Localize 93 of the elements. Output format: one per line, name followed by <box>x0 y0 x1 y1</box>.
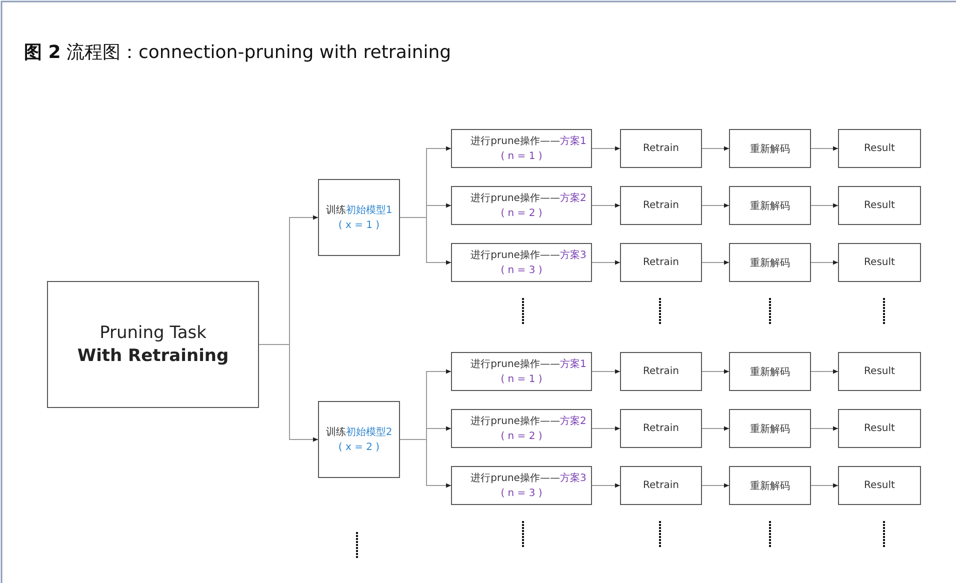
process-box <box>729 466 811 505</box>
step-label: Result <box>864 423 895 434</box>
step-label: Result <box>864 366 895 377</box>
connector-arrow <box>810 146 838 151</box>
process-box <box>838 243 921 282</box>
connector-arrow <box>810 426 838 431</box>
process-box <box>620 466 702 505</box>
task-title: Pruning Task <box>100 322 206 344</box>
process-box <box>838 352 921 391</box>
step-label: 重新解码 <box>750 480 790 492</box>
prune-step-box <box>451 129 592 168</box>
parameter-label: ( x = 1 ) <box>338 218 380 232</box>
step-label: Result <box>864 200 895 211</box>
process-box <box>620 243 702 282</box>
prune-step-box <box>451 466 592 505</box>
step-label: 重新解码 <box>750 256 790 270</box>
process-box <box>620 186 702 225</box>
parameter-label: ( n = 2 ) <box>500 206 542 220</box>
process-box <box>838 409 921 448</box>
step-label: 重新解码 <box>750 366 790 378</box>
step-label: 进行prune操作—— <box>470 250 560 260</box>
process-box <box>838 466 921 505</box>
step-label: Result <box>864 480 895 491</box>
step-label: 进行prune操作—— <box>470 472 560 484</box>
connector-arrow <box>702 203 730 208</box>
step-label: Result <box>864 257 895 268</box>
step-label: Retrain <box>643 366 679 377</box>
connector-arrow <box>702 146 730 151</box>
step-label: Retrain <box>643 423 679 434</box>
highlighted-label: 方案3 <box>560 250 586 260</box>
step-label: 重新解码 <box>750 142 790 156</box>
prune-step-box <box>451 186 592 225</box>
step-label: Retrain <box>643 200 679 211</box>
process-box <box>838 186 921 225</box>
highlighted-label: 方案1 <box>560 358 586 370</box>
highlighted-label: 方案3 <box>560 472 586 484</box>
parameter-label: ( n = 1 ) <box>500 150 542 164</box>
step-label: Retrain <box>643 143 679 154</box>
step-label: 进行prune操作—— <box>470 358 560 370</box>
step-label: 进行prune操作—— <box>470 416 560 426</box>
process-box <box>620 409 702 448</box>
process-box <box>729 186 811 225</box>
parameter-label: ( n = 3 ) <box>500 264 542 278</box>
prune-step-box <box>451 352 592 391</box>
connector-arrow <box>810 203 838 208</box>
step-label: Result <box>864 143 895 154</box>
task-box <box>47 281 259 408</box>
highlighted-label: 方案2 <box>560 192 586 204</box>
highlighted-label: 方案1 <box>560 136 586 146</box>
process-box <box>729 243 811 282</box>
connector-arrow <box>592 369 620 374</box>
step-label: 重新解码 <box>750 422 790 436</box>
highlighted-label: 初始模型2 <box>346 426 392 438</box>
step-label: 重新解码 <box>750 200 790 212</box>
parameter-label: ( x = 2 ) <box>338 440 380 454</box>
step-label: Retrain <box>643 480 679 491</box>
connector-arrow <box>592 203 620 208</box>
process-box <box>729 129 811 168</box>
connector-arrow <box>810 260 838 265</box>
process-box <box>729 409 811 448</box>
connector-arrow <box>592 260 620 265</box>
process-box <box>620 129 702 168</box>
model-box <box>318 401 400 478</box>
connector-arrow <box>810 369 838 374</box>
connector-arrow <box>702 260 730 265</box>
parameter-label: ( n = 1 ) <box>500 372 542 386</box>
figure-title: 图 2 流程图：connection-pruning with retraining <box>24 41 452 64</box>
step-label: 训练 <box>326 426 346 438</box>
connector-arrow <box>810 483 838 488</box>
parameter-label: ( n = 2 ) <box>500 430 542 444</box>
connector-arrow <box>400 439 452 488</box>
connector-arrow <box>702 369 730 374</box>
step-label: 进行prune操作—— <box>470 192 560 204</box>
process-box <box>620 352 702 391</box>
connector-arrow <box>258 344 318 442</box>
model-box <box>318 179 400 256</box>
highlighted-label: 初始模型1 <box>346 204 392 216</box>
connector-arrow <box>592 146 620 151</box>
step-label: 进行prune操作—— <box>470 136 560 146</box>
prune-step-box <box>451 409 592 448</box>
highlighted-label: 方案2 <box>560 416 586 426</box>
parameter-label: ( n = 3 ) <box>500 486 542 500</box>
process-box <box>838 129 921 168</box>
connector-arrow <box>400 217 452 265</box>
process-box <box>729 352 811 391</box>
prune-step-box <box>451 243 592 282</box>
task-subtitle: With Retraining <box>77 344 229 368</box>
connector-arrow <box>702 483 730 488</box>
step-label: Retrain <box>643 257 679 268</box>
connector-arrow <box>592 483 620 488</box>
connector-arrow <box>592 426 620 431</box>
step-label: 训练 <box>326 204 346 216</box>
connector-arrow <box>702 426 730 431</box>
